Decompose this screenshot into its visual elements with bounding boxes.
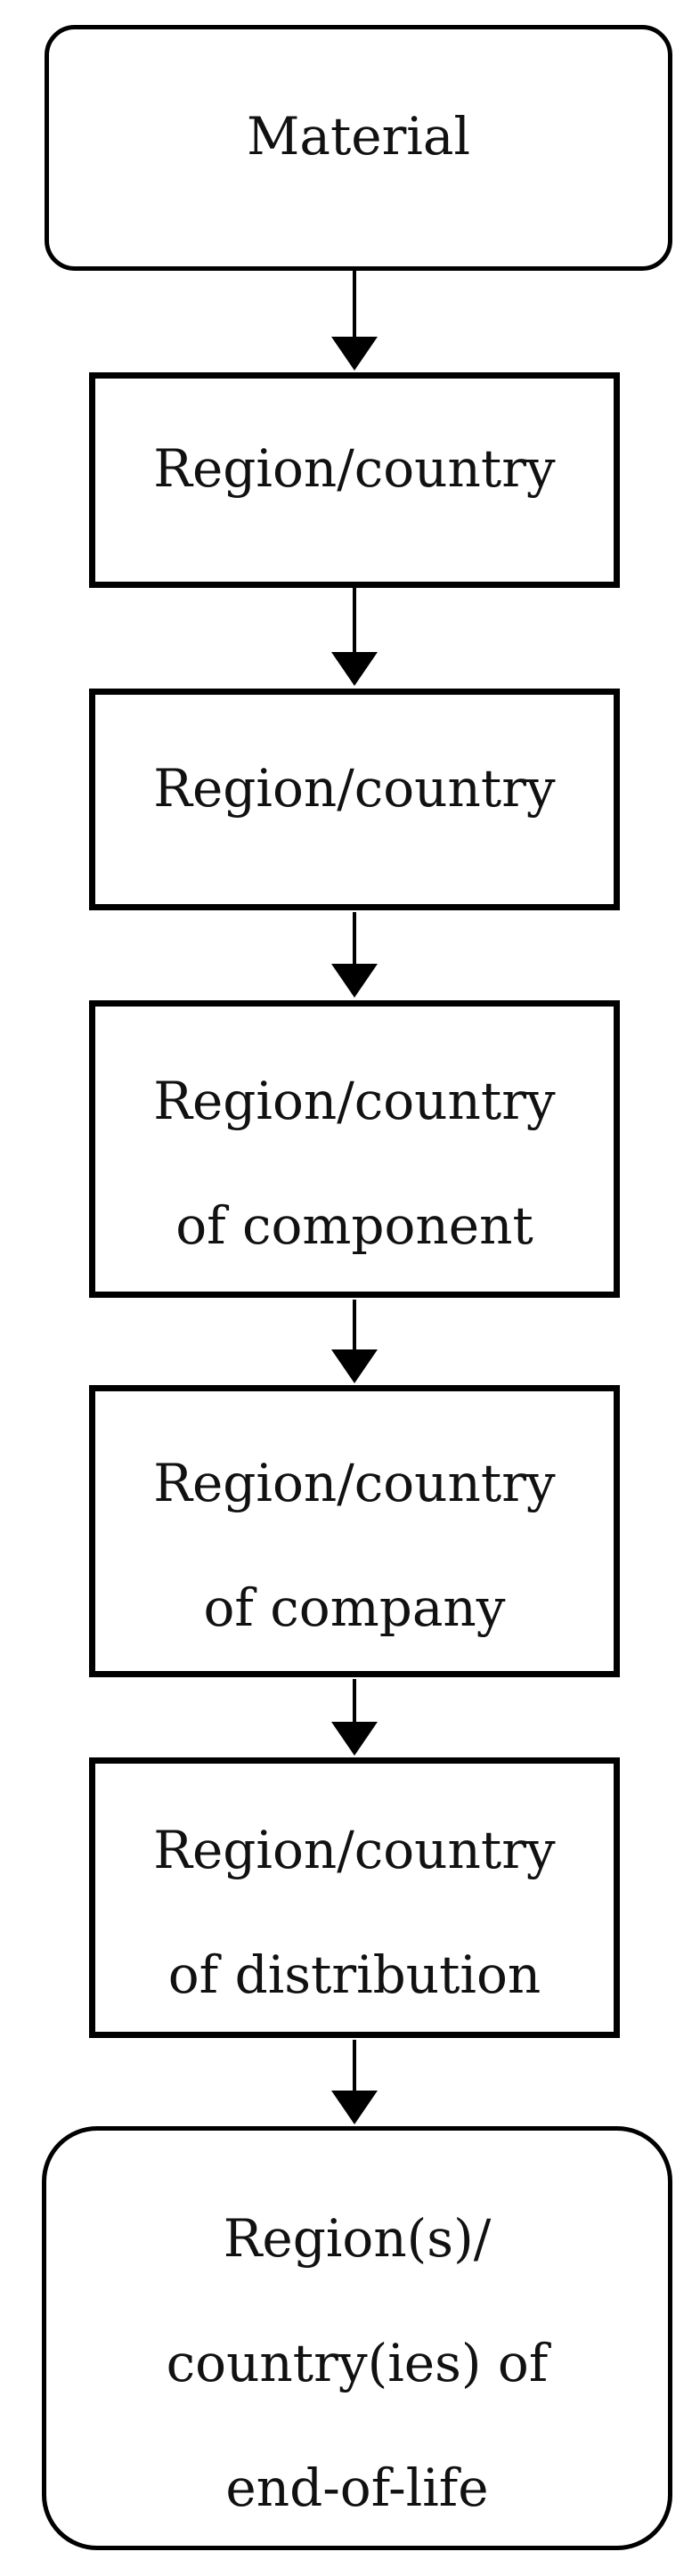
node-end-of-life: Region(s)/ country(ies) of end-of-life [42,2126,672,2550]
arrow-stem [353,588,356,652]
node-region-country-of-distribution: Region/country of distribution [89,1757,620,2038]
node-region-country-1: Region/country [89,372,620,588]
arrow-stem [353,912,356,964]
arrow-down-icon [331,964,378,998]
connector-arrow-5 [331,1679,378,1756]
node-region-country-2: Region/country [89,689,620,910]
arrow-down-icon [331,2091,378,2124]
arrow-down-icon [331,652,378,686]
connector-arrow-3 [331,912,378,998]
node-end-of-life-label-line-3: end-of-life [225,2458,489,2518]
connector-arrow-6 [331,2040,378,2124]
arrow-stem [353,1679,356,1722]
node-region-country-of-distribution-label-line-1: Region/country [153,1819,556,1880]
node-region-country-2-label: Region/country [153,757,556,819]
node-material: Material [45,25,672,271]
connector-arrow-2 [331,588,378,686]
arrow-stem [353,1300,356,1349]
connector-arrow-4 [331,1300,378,1383]
node-region-country-1-label: Region/country [153,438,556,499]
connector-arrow-1 [331,271,378,371]
node-material-label: Material [246,106,470,167]
node-region-country-of-company-label-line-1: Region/country [153,1453,556,1513]
node-end-of-life-label-line-1: Region(s)/ [223,2208,492,2269]
node-region-country-of-company: Region/country of company [89,1385,620,1677]
node-region-country-of-component: Region/country of component [89,1000,620,1298]
node-end-of-life-label-line-2: country(ies) of [166,2333,549,2393]
arrow-stem [353,271,356,337]
node-region-country-of-component-label-line-2: of component [175,1195,533,1256]
node-region-country-of-component-label-line-1: Region/country [153,1071,556,1131]
node-region-country-of-company-label-line-2: of company [203,1577,506,1638]
arrow-down-icon [331,337,378,371]
arrow-stem [353,2040,356,2091]
arrow-down-icon [331,1349,378,1383]
arrow-down-icon [331,1722,378,1756]
node-region-country-of-distribution-label-line-2: of distribution [167,1944,541,2005]
